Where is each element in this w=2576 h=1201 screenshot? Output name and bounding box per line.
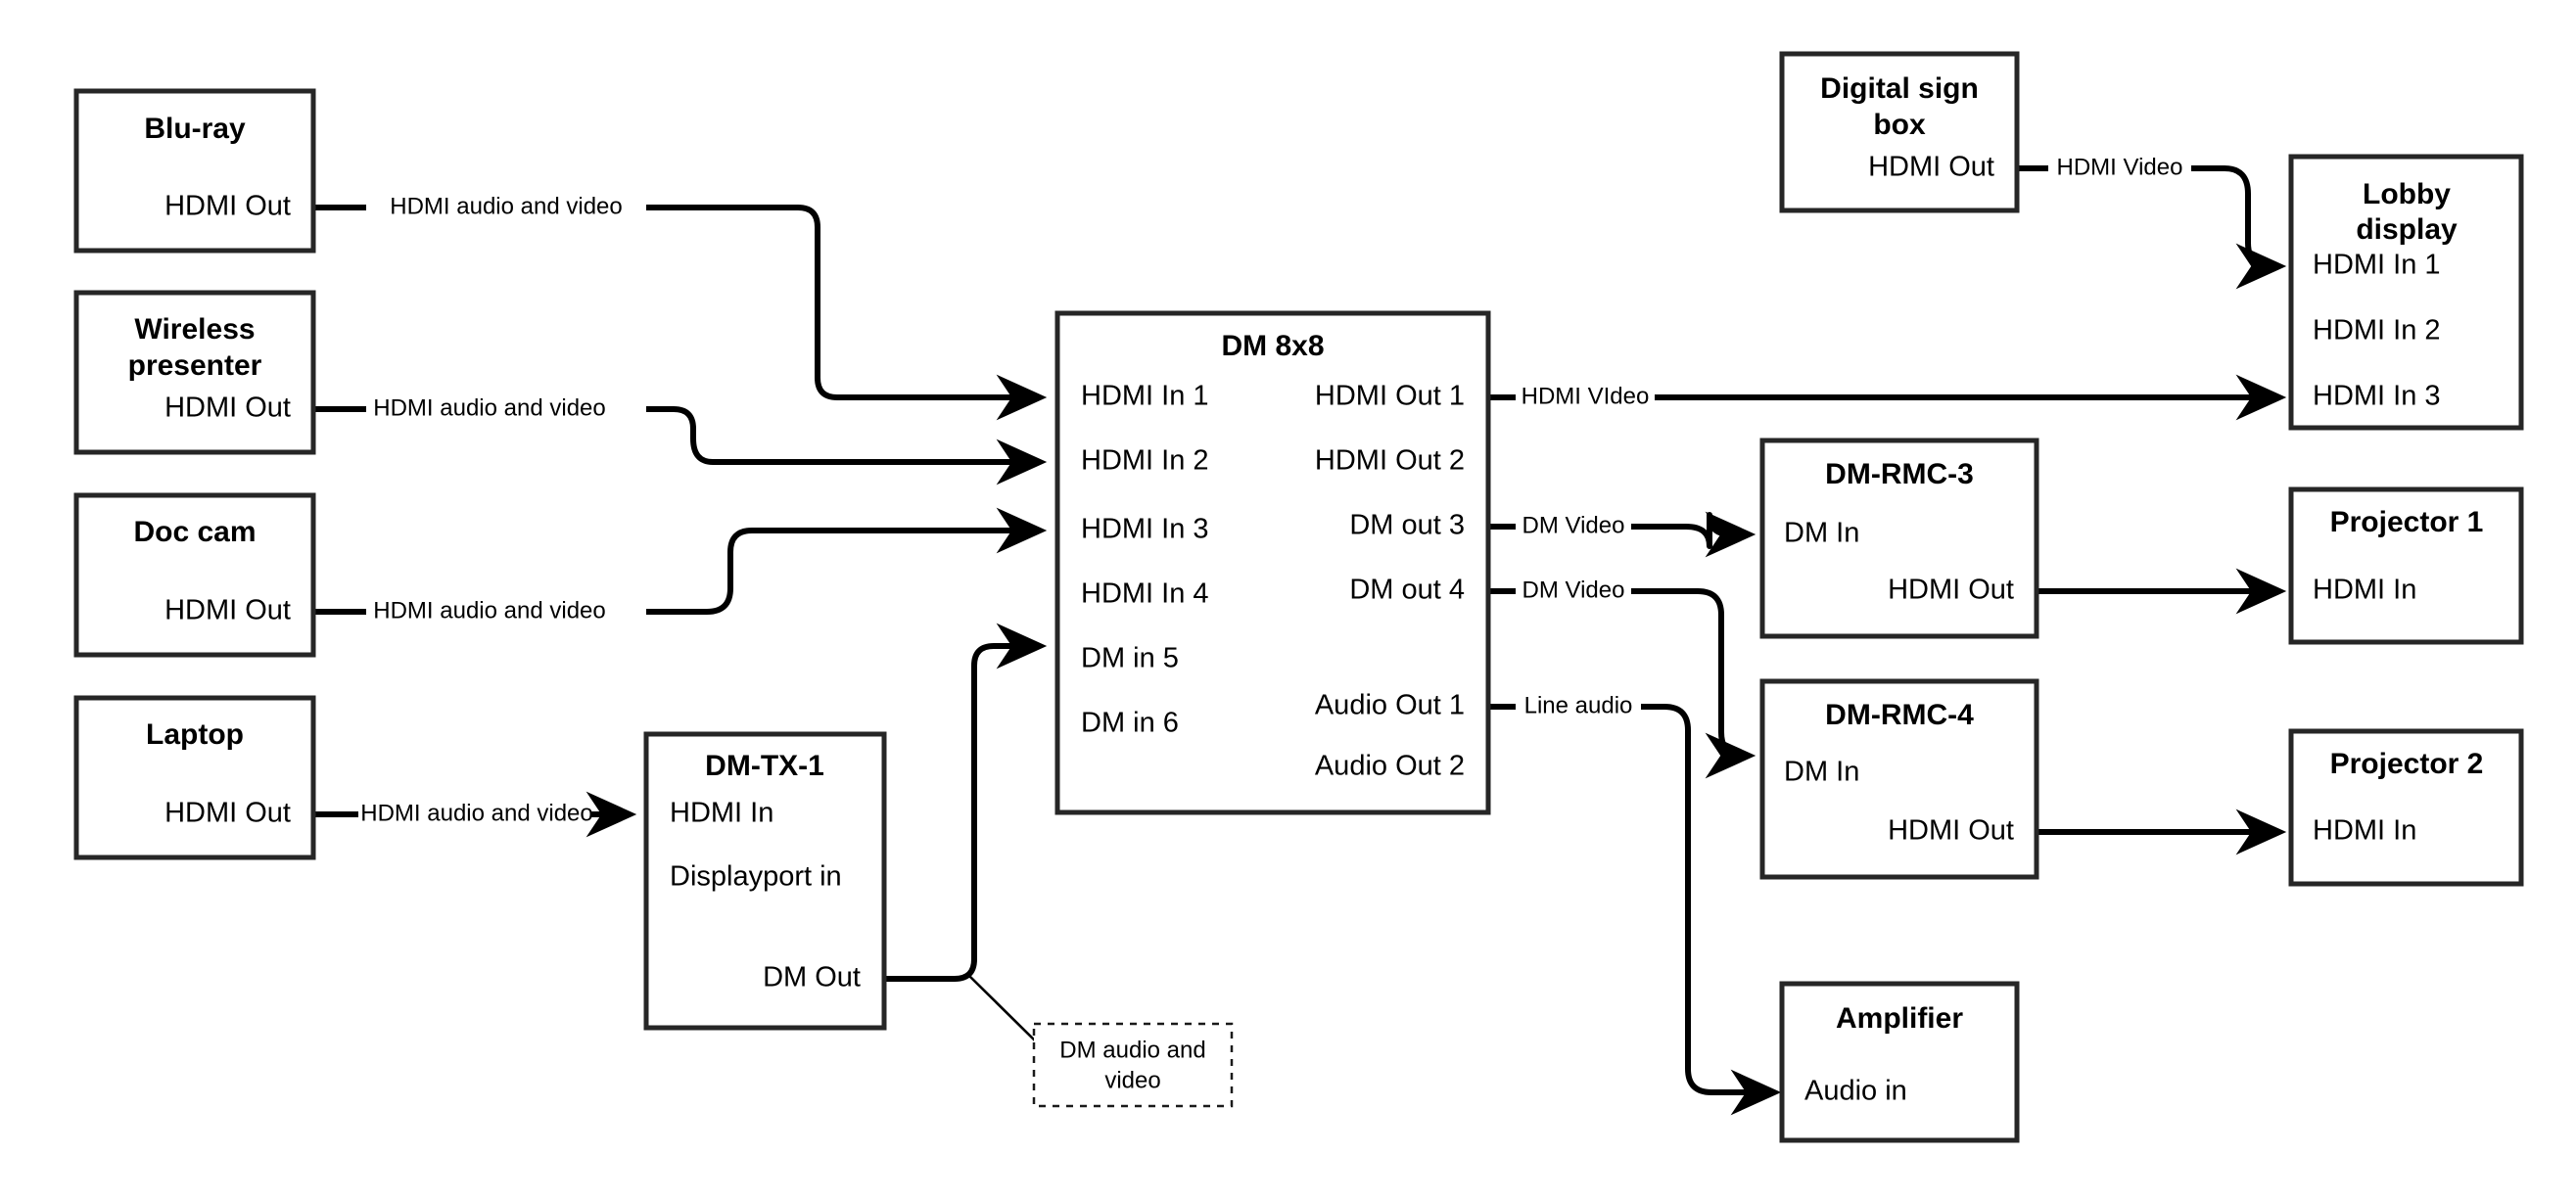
projector-2-port-hdmi-in: HDMI In [2313, 815, 2416, 847]
dm-rmc-4-port-hdmi-out: HDMI Out [1888, 815, 2014, 847]
digital-sign-box-title-line1: Digital sign [1820, 72, 1979, 105]
dm-rmc-4-port-dm-in: DM In [1784, 757, 1859, 788]
laptop-port-hdmi-out: HDMI Out [164, 798, 291, 829]
link-wireless-to-dm8x8 [313, 406, 1040, 462]
doc-cam-port-hdmi-out: HDMI Out [164, 595, 291, 626]
dm-8x8-output-audio-out-2: Audio Out 2 [1315, 751, 1465, 782]
lobby-display-port-hdmi-in-2: HDMI In 2 [2313, 315, 2441, 346]
amplifier-box[interactable] [1779, 981, 2020, 1143]
node-projector-2[interactable]: Projector 2 HDMI In [2288, 728, 2524, 887]
dm-tx-1-box[interactable] [643, 731, 887, 1031]
edge-label-doccam-to-dm8x8: HDMI audio and video [373, 597, 605, 624]
connections-layer [313, 165, 2279, 1092]
node-dm-rmc-4[interactable]: DM-RMC-4 DM In HDMI Out [1759, 678, 2039, 880]
dm-8x8-title: DM 8x8 [1221, 330, 1324, 362]
dm-8x8-output-audio-out-1: Audio Out 1 [1315, 690, 1465, 721]
dm-tx-1-port-hdmi-in: HDMI In [670, 798, 773, 829]
doc-cam-box[interactable] [73, 492, 316, 658]
node-bluray[interactable]: Blu-ray HDMI Out [73, 88, 316, 254]
dm-rmc-3-port-hdmi-out: HDMI Out [1888, 575, 2014, 606]
link-dm8x8-dmout3-to-rmc3 [1488, 515, 1749, 546]
lobby-display-box[interactable] [2288, 154, 2524, 431]
wireless-presenter-title-line1: Wireless [134, 313, 255, 346]
projector-1-port-hdmi-in: HDMI In [2313, 575, 2416, 606]
node-wireless-presenter[interactable]: Wireless presenter HDMI Out [73, 290, 316, 455]
dm-8x8-output-dm-out-3: DM out 3 [1349, 510, 1465, 541]
link-signbox-to-lobby [2017, 165, 2279, 266]
node-amplifier[interactable]: Amplifier Audio in [1779, 981, 2020, 1143]
laptop-title: Laptop [146, 718, 244, 751]
projector-2-box[interactable] [2288, 728, 2524, 887]
amplifier-port-audio-in: Audio in [1804, 1076, 1907, 1107]
link-dmtx1-to-dm8x8 [884, 623, 1048, 982]
wireless-presenter-box[interactable] [73, 290, 316, 455]
node-dm-rmc-3[interactable]: DM-RMC-3 DM In HDMI Out [1759, 438, 2039, 639]
edge-label-dm8x8-dmout4: DM Video [1522, 577, 1625, 603]
dm-8x8-box[interactable] [1054, 310, 1491, 815]
dm-8x8-input-hdmi-in-1: HDMI In 1 [1081, 381, 1209, 412]
bluray-title: Blu-ray [144, 113, 246, 145]
dm-8x8-output-hdmi-out-1: HDMI Out 1 [1315, 381, 1465, 412]
digital-sign-box-rect[interactable] [1779, 51, 2020, 213]
link-doccam-to-dm8x8 [313, 531, 1040, 615]
callout-dm-link-line1: DM audio and [1059, 1037, 1205, 1063]
dm-tx-1-title: DM-TX-1 [705, 750, 824, 782]
lobby-display-title-line2: display [2356, 213, 2458, 246]
node-laptop[interactable]: Laptop HDMI Out [73, 695, 316, 860]
amplifier-title: Amplifier [1836, 1002, 1963, 1035]
link-dm8x8-audioout1-to-amplifier [1488, 704, 1774, 1092]
doc-cam-title: Doc cam [133, 516, 256, 548]
node-projector-1[interactable]: Projector 1 HDMI In [2288, 486, 2524, 645]
node-lobby-display[interactable]: Lobby display HDMI In 1 HDMI In 2 HDMI I… [2288, 154, 2524, 431]
dm-8x8-input-dm-in-6: DM in 6 [1081, 708, 1179, 739]
edge-label-dm8x8-dmout3: DM Video [1522, 512, 1625, 538]
callout-dm-link-line2: video [1104, 1067, 1160, 1093]
edge-label-dm8x8-hdmiout1: HDMI VIdeo [1522, 383, 1650, 409]
lobby-display-title-line1: Lobby [2363, 178, 2451, 210]
lobby-display-port-hdmi-in-1: HDMI In 1 [2313, 250, 2441, 281]
dm-tx-1-port-dm-out: DM Out [763, 962, 861, 993]
node-digital-sign-box[interactable]: Digital sign box HDMI Out [1779, 51, 2020, 213]
wireless-presenter-title-line2: presenter [128, 349, 262, 382]
projector-1-box[interactable] [2288, 486, 2524, 645]
node-dm-8x8[interactable]: DM 8x8 HDMI In 1 HDMI In 2 HDMI In 3 HDM… [1054, 310, 1491, 815]
digital-sign-box-port-hdmi-out: HDMI Out [1868, 152, 1994, 183]
edge-label-signbox-to-lobby: HDMI Video [2057, 154, 2183, 180]
callout-leader-line [966, 973, 1041, 1046]
dm-tx-1-port-displayport-in: Displayport in [670, 861, 842, 893]
dm-8x8-input-hdmi-in-3: HDMI In 3 [1081, 514, 1209, 545]
projector-2-title: Projector 2 [2330, 748, 2484, 780]
edge-labels-layer: HDMI audio and video HDMI audio and vide… [360, 154, 2182, 826]
callout-dm-link-box [1032, 1022, 1234, 1108]
bluray-port-hdmi-out: HDMI Out [164, 191, 291, 222]
dm-rmc-4-title: DM-RMC-4 [1825, 699, 1974, 731]
callout-dm-audio-and-video: DM audio and video [1032, 1022, 1234, 1108]
link-dm8x8-dmout4-to-rmc4 [1488, 588, 1749, 756]
digital-sign-box-title-line2: box [1873, 109, 1926, 141]
projector-1-title: Projector 1 [2330, 506, 2484, 538]
edge-label-bluray-to-dm8x8: HDMI audio and video [390, 193, 622, 219]
dm-rmc-3-title: DM-RMC-3 [1825, 458, 1974, 490]
dm-rmc-4-box[interactable] [1759, 678, 2039, 880]
lobby-display-port-hdmi-in-3: HDMI In 3 [2313, 381, 2441, 412]
node-doc-cam[interactable]: Doc cam HDMI Out [73, 492, 316, 658]
link-bluray-to-dm8x8 [313, 205, 1040, 397]
edge-label-wireless-to-dm8x8: HDMI audio and video [373, 394, 605, 421]
node-dm-tx-1[interactable]: DM-TX-1 HDMI In Displayport in DM Out [643, 731, 887, 1031]
laptop-box[interactable] [73, 695, 316, 860]
dm-8x8-input-hdmi-in-2: HDMI In 2 [1081, 445, 1209, 477]
dm-8x8-input-hdmi-in-4: HDMI In 4 [1081, 578, 1209, 610]
dm-rmc-3-port-dm-in: DM In [1784, 518, 1859, 549]
wireless-presenter-port-hdmi-out: HDMI Out [164, 393, 291, 424]
dm-rmc-3-box[interactable] [1759, 438, 2039, 639]
edge-label-laptop-to-dmtx1: HDMI audio and video [360, 800, 592, 826]
dm-8x8-output-dm-out-4: DM out 4 [1349, 575, 1465, 606]
edge-label-dm8x8-audioout1: Line audio [1524, 692, 1633, 718]
bluray-box[interactable] [73, 88, 316, 254]
dm-8x8-input-dm-in-5: DM in 5 [1081, 643, 1179, 674]
dm-8x8-output-hdmi-out-2: HDMI Out 2 [1315, 445, 1465, 477]
